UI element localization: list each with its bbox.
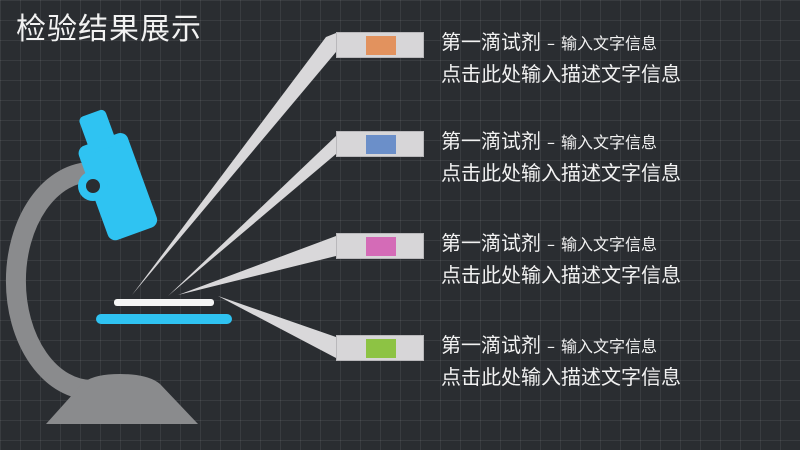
- microscope-tube: [78, 132, 158, 241]
- microscope-eyepiece: [79, 109, 116, 153]
- light-beam-3: [178, 236, 336, 295]
- slide-card: [336, 131, 424, 157]
- item-title: 第一滴试剂: [441, 30, 541, 54]
- item-title: 第一滴试剂: [441, 129, 541, 153]
- separator: –: [547, 133, 555, 152]
- slide-card: [336, 335, 424, 361]
- slide-card: [336, 32, 424, 58]
- item-subtitle: 输入文字信息: [561, 235, 658, 254]
- page-title: 检验结果展示: [16, 12, 202, 47]
- color-swatch: [366, 135, 396, 154]
- item-subtitle: 输入文字信息: [561, 337, 658, 356]
- microscope-stage: [96, 314, 232, 324]
- item-title: 第一滴试剂: [441, 231, 541, 255]
- light-beam-2: [168, 136, 336, 296]
- separator: –: [547, 235, 555, 254]
- item-subtitle: 输入文字信息: [561, 133, 658, 152]
- item-description: 点击此处输入描述文字信息: [441, 263, 681, 287]
- light-beam-4: [218, 296, 336, 358]
- microscope-slide: [114, 299, 214, 306]
- slide-card: [336, 233, 424, 259]
- color-swatch: [366, 237, 396, 256]
- item-description: 点击此处输入描述文字信息: [441, 62, 681, 86]
- microscope-base: [46, 374, 198, 424]
- item-description: 点击此处输入描述文字信息: [441, 161, 681, 185]
- color-swatch: [366, 36, 396, 55]
- separator: –: [547, 34, 555, 53]
- item-title: 第一滴试剂: [441, 333, 541, 357]
- separator: –: [547, 337, 555, 356]
- item-description: 点击此处输入描述文字信息: [441, 365, 681, 389]
- item-subtitle: 输入文字信息: [561, 34, 658, 53]
- color-swatch: [366, 339, 396, 358]
- microscope-arm: [5, 162, 93, 400]
- light-beam-1: [132, 33, 336, 295]
